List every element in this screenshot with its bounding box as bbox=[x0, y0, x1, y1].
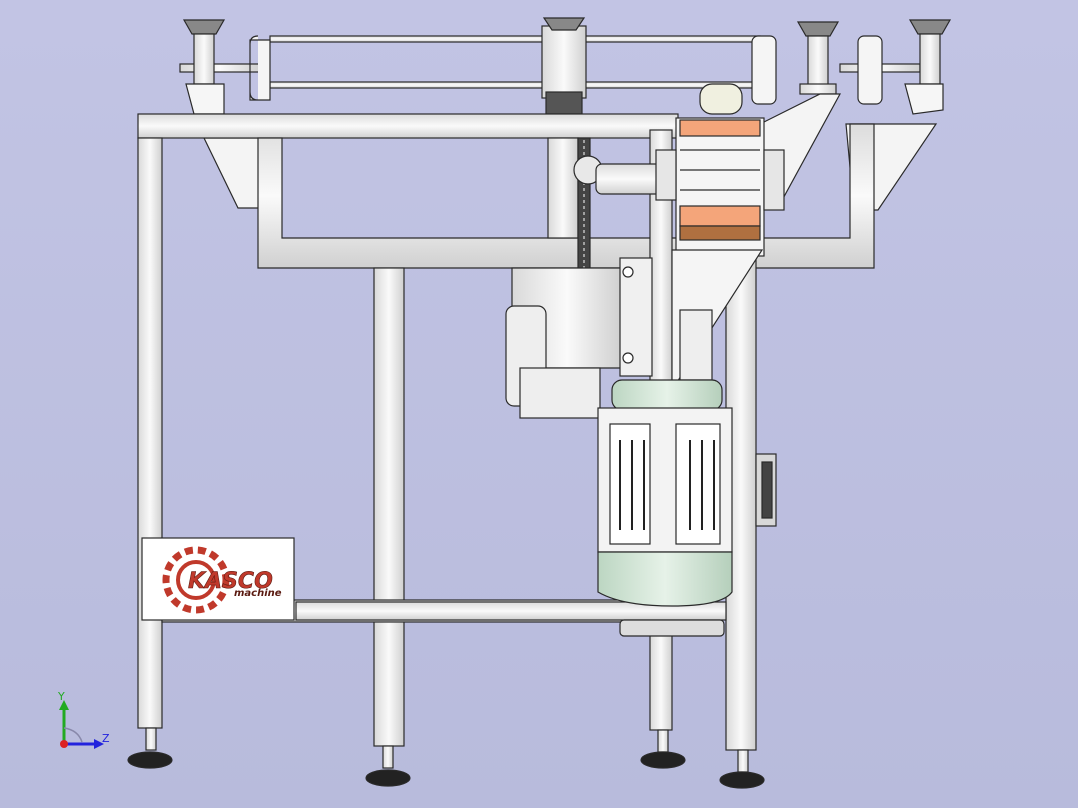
x-axis-dot bbox=[60, 740, 68, 748]
lower-frame bbox=[257, 123, 875, 269]
gearbox bbox=[505, 257, 653, 419]
drive-shaft bbox=[547, 137, 579, 239]
logo-sub-text: machine bbox=[234, 588, 282, 599]
clamp-knob-right-1[interactable] bbox=[796, 21, 840, 95]
z-axis-label: Z bbox=[102, 732, 110, 745]
clamp-knob-left[interactable] bbox=[182, 19, 226, 115]
y-axis-label: Y bbox=[57, 690, 65, 703]
electric-motor bbox=[597, 379, 733, 637]
leveling-foot-4[interactable] bbox=[719, 749, 765, 789]
clamp-knob-right-2[interactable] bbox=[904, 19, 952, 115]
leg-front-left bbox=[137, 137, 163, 729]
leveling-foot-1[interactable] bbox=[127, 727, 173, 769]
axis-triad[interactable]: Y Z bbox=[57, 690, 110, 749]
leveling-foot-2[interactable] bbox=[365, 745, 411, 787]
cutter-head bbox=[655, 117, 785, 257]
clamp-knob-center[interactable] bbox=[542, 17, 586, 31]
top-frame-beam bbox=[137, 113, 679, 139]
leveling-foot-3[interactable] bbox=[640, 729, 686, 769]
kasco-logo: KASCO machine bbox=[162, 546, 282, 614]
logo-brand-text: KASCO bbox=[188, 569, 273, 594]
top-roller bbox=[699, 83, 743, 115]
leg-rear-left bbox=[373, 267, 405, 747]
